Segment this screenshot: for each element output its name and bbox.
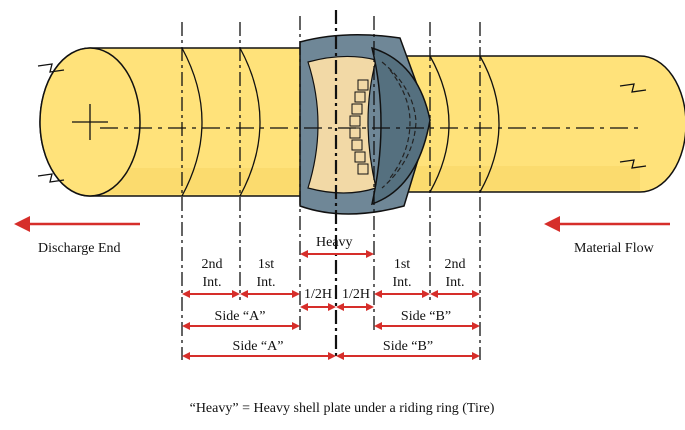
material-flow-arrow — [544, 216, 670, 232]
second-int-b-label-2: Int. — [445, 275, 464, 290]
discharge-arrow — [14, 216, 140, 232]
first-int-b-label: 1st — [394, 257, 410, 272]
heavy-dimension — [300, 250, 374, 258]
side-a-long-label: Side “A” — [233, 339, 284, 354]
dimension-arrows — [182, 250, 480, 360]
second-int-b-label: 2nd — [445, 257, 466, 272]
second-int-a-dimension — [182, 290, 240, 298]
heavy-label: Heavy — [316, 235, 353, 250]
side-a-long-dimension — [182, 352, 336, 360]
caption: “Heavy” = Heavy shell plate under a ridi… — [190, 401, 495, 416]
side-a-short-label: Side “A” — [215, 309, 266, 324]
kiln-shell-right — [399, 55, 685, 193]
discharge-end-cap — [39, 47, 141, 197]
side-b-long-dimension — [336, 352, 480, 360]
second-int-b-dimension — [430, 290, 480, 298]
section-lines — [181, 10, 481, 360]
riding-ring-tire — [299, 34, 431, 215]
half-h-right-dimension — [336, 303, 374, 311]
first-int-b-label-2: Int. — [392, 275, 411, 290]
side-b-short-dimension — [374, 322, 480, 330]
second-int-a-label: 2nd — [202, 257, 223, 272]
first-int-a-label: 1st — [258, 257, 274, 272]
material-flow-label: Material Flow — [574, 241, 655, 256]
first-int-a-dimension — [240, 290, 300, 298]
half-h-left-label: 1/2H — [304, 287, 332, 302]
side-b-short-label: Side “B” — [401, 309, 451, 324]
first-int-b-dimension — [374, 290, 430, 298]
discharge-end-label: Discharge End — [38, 241, 121, 256]
half-h-right-label: 1/2H — [342, 287, 370, 302]
break-marks — [37, 63, 647, 183]
first-int-a-label-2: Int. — [256, 275, 275, 290]
half-h-left-dimension — [300, 303, 336, 311]
side-a-short-dimension — [182, 322, 300, 330]
second-int-a-label-2: Int. — [202, 275, 221, 290]
side-b-long-label: Side “B” — [383, 339, 433, 354]
